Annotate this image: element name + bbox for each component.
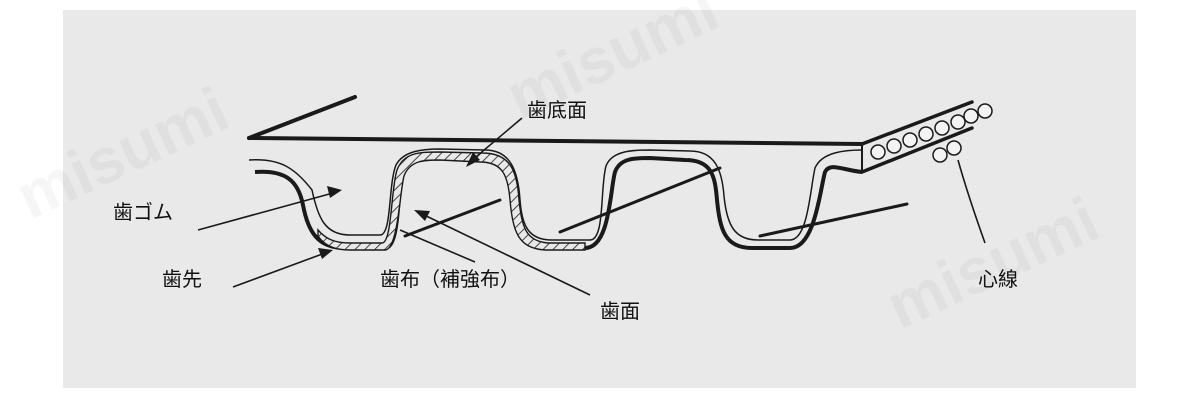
label-tooth-fabric: 歯布（補強布） [380, 268, 520, 291]
belt-back-surface [247, 95, 974, 174]
tooth-fabric-hatched [317, 151, 586, 251]
label-tooth-surface: 歯面 [600, 300, 640, 323]
label-tooth-bottom-surface: 歯底面 [527, 99, 587, 122]
arrowhead-tooth-rubber [327, 186, 342, 198]
leader-lines [197, 117, 986, 296]
arrowhead-tooth-tip [318, 248, 333, 259]
label-tooth-tip: 歯先 [162, 268, 202, 291]
diagram-panel [63, 10, 1136, 388]
arrowhead-tooth-surface [414, 210, 430, 221]
belt-rear-tooth-line [403, 166, 909, 238]
label-tooth-rubber: 歯ゴム [113, 201, 173, 224]
label-core-wire: 心線 [978, 268, 1018, 291]
arrowhead-tooth-bottom [466, 152, 480, 167]
core-wires [870, 103, 993, 163]
belt-tooth-profile-inner [248, 148, 863, 241]
